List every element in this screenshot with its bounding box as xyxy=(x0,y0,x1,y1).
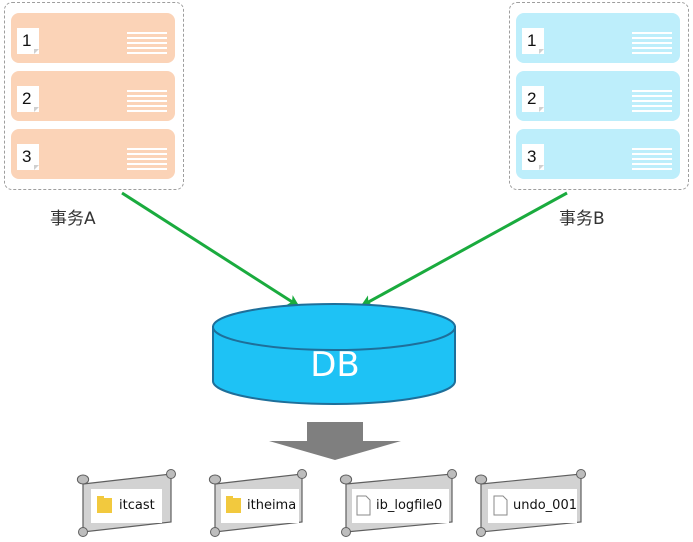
arrow-transaction-b-to-db xyxy=(360,191,568,307)
database-cylinder xyxy=(212,303,456,405)
row-lines-icon xyxy=(632,90,672,112)
file-icon xyxy=(356,495,371,516)
row-number: 2 xyxy=(17,86,39,112)
row-lines-icon xyxy=(127,148,167,170)
file-scroll-ib-logfile0 xyxy=(339,469,457,537)
transaction-a-row: 2 xyxy=(11,71,175,121)
folder-icon xyxy=(226,498,241,513)
database-label: DB xyxy=(310,345,360,385)
row-number: 2 xyxy=(522,86,544,112)
file-scroll-itheima xyxy=(208,469,307,537)
transaction-b-row: 3 xyxy=(516,129,680,179)
folder-icon xyxy=(97,498,112,513)
file-label-itcast: itcast xyxy=(119,498,155,513)
row-lines-icon xyxy=(127,32,167,54)
row-number: 3 xyxy=(17,144,39,170)
file-scroll-itcast xyxy=(76,469,176,537)
file-label-itheima: itheima xyxy=(247,498,297,513)
arrow-transaction-a-to-db xyxy=(121,191,300,307)
transaction-a-label: 事务A xyxy=(50,209,96,229)
transaction-a-row: 1 xyxy=(11,13,175,63)
storage-arrow xyxy=(269,422,401,460)
transaction-b-row: 2 xyxy=(516,71,680,121)
file-label-undo-001: undo_001 xyxy=(513,498,577,513)
transaction-a-row: 3 xyxy=(11,129,175,179)
row-number: 1 xyxy=(522,28,544,54)
transaction-b-label: 事务B xyxy=(559,209,605,229)
transaction-b-group: 1 2 3 xyxy=(509,2,689,190)
file-label-ib-logfile0: ib_logfile0 xyxy=(376,498,443,513)
transaction-a-group: 1 2 3 xyxy=(4,2,184,190)
row-number: 1 xyxy=(17,28,39,54)
row-lines-icon xyxy=(127,90,167,112)
file-icon xyxy=(493,495,508,516)
row-lines-icon xyxy=(632,148,672,170)
transaction-b-row: 1 xyxy=(516,13,680,63)
row-number: 3 xyxy=(522,144,544,170)
row-lines-icon xyxy=(632,32,672,54)
file-scroll-undo-001 xyxy=(474,469,586,537)
